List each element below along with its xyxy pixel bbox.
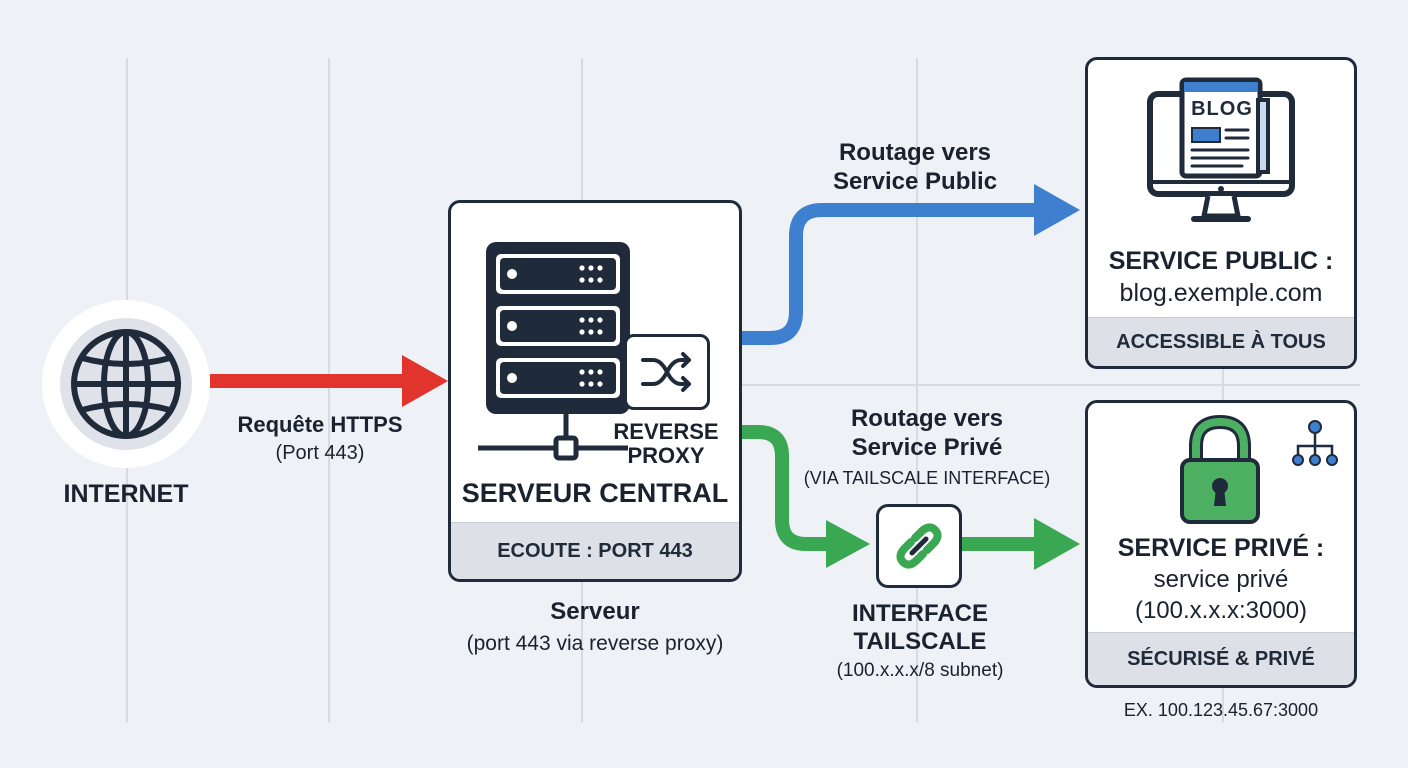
grid-line	[328, 58, 330, 722]
shuffle-icon	[641, 352, 691, 392]
link-icon	[896, 523, 942, 569]
blog-screen-label: BLOG	[1191, 98, 1253, 120]
route-private-line1: Routage vers	[850, 405, 1004, 432]
public-title: SERVICE PUBLIC :	[1108, 247, 1334, 275]
internet-label: INTERNET	[63, 480, 189, 508]
private-service-card: SÉCURISÉ & PRIVÉ	[1085, 400, 1357, 688]
private-route-arrow	[740, 425, 1080, 570]
private-address: (100.x.x.x:3000)	[1134, 597, 1308, 624]
private-example: EX. 100.123.45.67:3000	[1123, 700, 1319, 720]
lock-icon	[1180, 414, 1260, 524]
private-name: service privé	[1153, 566, 1289, 593]
server-footer: ECOUTE : PORT 443	[451, 522, 739, 579]
proxy-label-line1: REVERSE	[613, 419, 719, 444]
network-hierarchy-icon	[1292, 420, 1338, 466]
grid-line	[1222, 58, 1224, 722]
server-rack-icon	[478, 242, 630, 461]
private-title: SERVICE PRIVÉ :	[1117, 534, 1325, 562]
tailscale-subnet: (100.x.x.x/8 subnet)	[836, 660, 1004, 681]
grid-line	[740, 384, 1360, 386]
tailscale-line1: INTERFACE	[851, 600, 988, 627]
request-title: Requête HTTPS	[237, 412, 403, 437]
monitor-icon	[1147, 77, 1295, 222]
proxy-label-line2: PROXY	[627, 443, 705, 468]
route-private-sub: (VIA TAILSCALE INTERFACE)	[803, 468, 1051, 488]
server-caption-title: Serveur	[550, 598, 640, 625]
public-url: blog.exemple.com	[1119, 279, 1323, 307]
server-title: SERVEUR CENTRAL	[461, 478, 729, 508]
request-arrow	[210, 355, 448, 407]
private-footer: SÉCURISÉ & PRIVÉ	[1088, 632, 1354, 685]
public-footer: ACCESSIBLE À TOUS	[1088, 317, 1354, 366]
request-port: (Port 443)	[275, 442, 365, 464]
route-public-line1: Routage vers	[838, 139, 992, 166]
server-caption-sub: (port 443 via reverse proxy)	[466, 632, 724, 655]
grid-line	[916, 58, 918, 722]
public-route-arrow	[740, 184, 1080, 345]
route-private-line2: Service Privé	[851, 434, 1003, 461]
route-public-line2: Service Public	[832, 168, 998, 195]
tailscale-line2: TAILSCALE	[853, 628, 987, 655]
globe-icon	[60, 318, 192, 450]
